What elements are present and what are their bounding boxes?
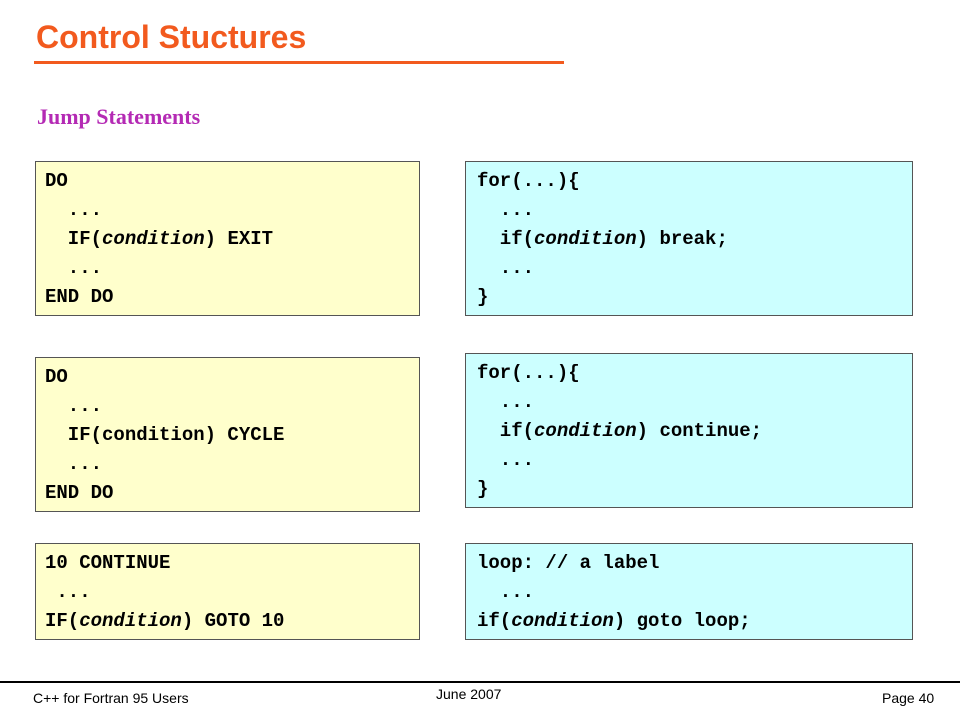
code-line: ... bbox=[45, 395, 103, 417]
fortran-goto-code-box: 10 CONTINUE ... IF(condition) GOTO 10 bbox=[35, 543, 420, 640]
code-line: IF(condition) CYCLE bbox=[45, 424, 285, 446]
code-text: if( bbox=[477, 610, 512, 632]
code-text: ) continue; bbox=[636, 420, 763, 442]
fortran-cycle-code-box: DO ... IF(condition) CYCLE ... END DO bbox=[35, 357, 420, 512]
code-line: if(condition) break; bbox=[477, 225, 912, 254]
code-line: ... bbox=[45, 453, 103, 475]
condition-text: condition bbox=[79, 610, 182, 632]
code-line: IF(condition) GOTO 10 bbox=[45, 607, 419, 636]
slide-subtitle: Jump Statements bbox=[37, 104, 201, 129]
code-line: ... bbox=[477, 199, 535, 221]
code-line: for(...){ bbox=[477, 362, 580, 384]
footer-date: June 2007 bbox=[436, 686, 502, 702]
code-text: IF( bbox=[45, 228, 103, 250]
code-line: IF(condition) EXIT bbox=[45, 225, 419, 254]
condition-text: condition bbox=[102, 228, 205, 250]
code-text: ) GOTO 10 bbox=[181, 610, 285, 632]
condition-text: condition bbox=[534, 420, 637, 442]
code-line: ... bbox=[45, 581, 91, 603]
code-line: loop: // a label bbox=[477, 552, 660, 574]
code-line: } bbox=[477, 478, 489, 500]
code-text: if( bbox=[477, 420, 535, 442]
condition-text: condition bbox=[511, 610, 614, 632]
code-line: ... bbox=[477, 391, 535, 413]
code-line: if(condition) goto loop; bbox=[477, 607, 912, 636]
code-line: ... bbox=[477, 581, 535, 603]
code-line: ... bbox=[45, 199, 103, 221]
footer-course-title: C++ for Fortran 95 Users bbox=[33, 690, 189, 706]
condition-text: condition bbox=[534, 228, 637, 250]
fortran-exit-code-box: DO ... IF(condition) EXIT ... END DO bbox=[35, 161, 420, 316]
code-text: if( bbox=[477, 228, 535, 250]
cpp-goto-code-box: loop: // a label ... if(condition) goto … bbox=[465, 543, 913, 640]
title-underline bbox=[34, 61, 564, 64]
code-line: for(...){ bbox=[477, 170, 580, 192]
code-line: if(condition) continue; bbox=[477, 417, 912, 446]
code-line: ... bbox=[477, 449, 535, 471]
code-line: DO bbox=[45, 170, 68, 192]
code-text: ) break; bbox=[636, 228, 728, 250]
code-line: } bbox=[477, 286, 489, 308]
code-line: END DO bbox=[45, 482, 114, 504]
code-text: ) EXIT bbox=[204, 228, 274, 250]
code-line: ... bbox=[477, 257, 535, 279]
cpp-continue-code-box: for(...){ ... if(condition) continue; ..… bbox=[465, 353, 913, 508]
code-line: DO bbox=[45, 366, 68, 388]
slide-title: Control Stuctures bbox=[36, 19, 307, 55]
cpp-break-code-box: for(...){ ... if(condition) break; ... } bbox=[465, 161, 913, 316]
code-line: 10 CONTINUE bbox=[45, 552, 171, 574]
footer-page-number: Page 40 bbox=[882, 690, 935, 706]
code-line: END DO bbox=[45, 286, 114, 308]
code-line: ... bbox=[45, 257, 103, 279]
code-text: IF( bbox=[45, 610, 80, 632]
footer-divider bbox=[0, 681, 960, 683]
code-text: ) goto loop; bbox=[613, 610, 751, 632]
